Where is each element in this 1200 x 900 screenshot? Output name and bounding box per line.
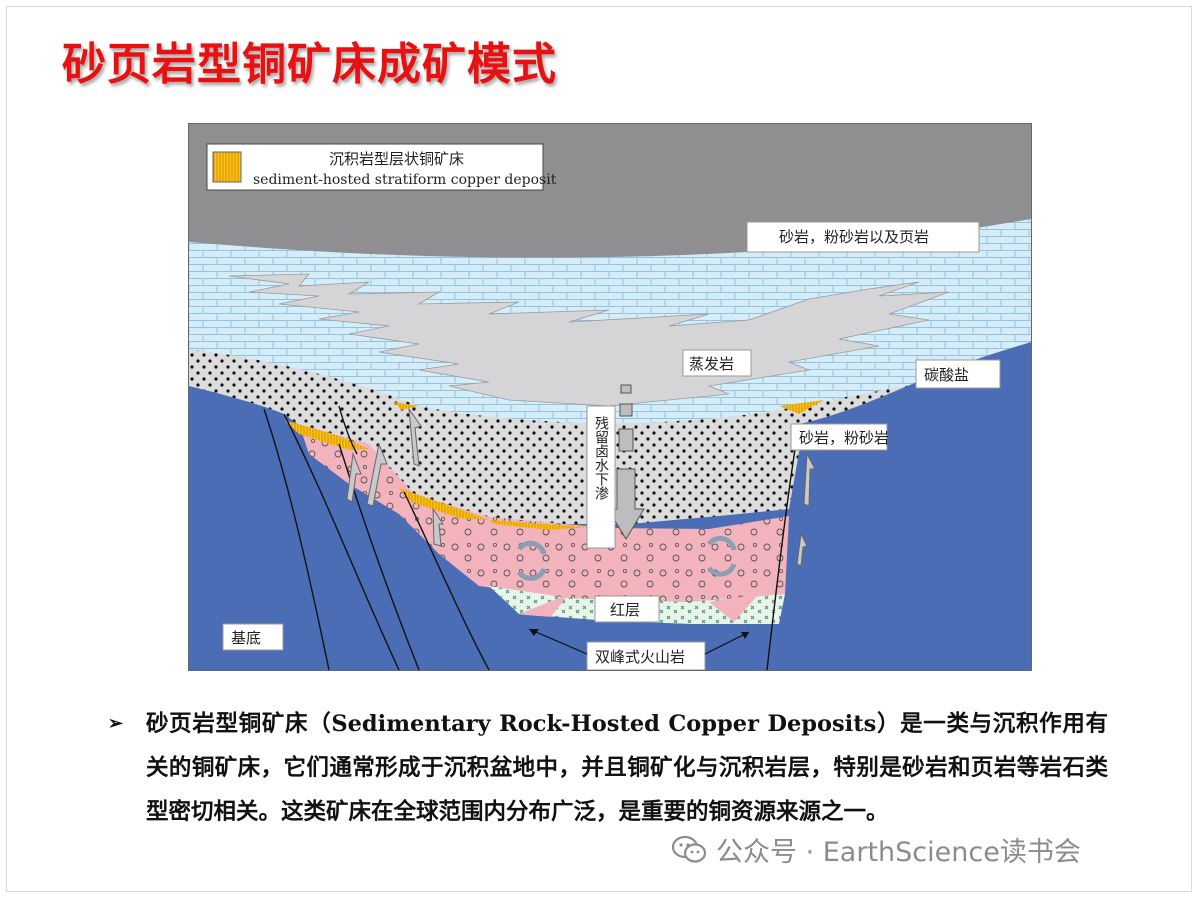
label-carbonate: 碳酸盐 <box>924 366 969 384</box>
legend-box <box>206 143 544 191</box>
label-sandstone-siltstone-shale: 砂岩，粉砂岩以及页岩 <box>779 228 929 246</box>
label-brine-down: 残留卤水下渗 <box>593 416 609 500</box>
description-text: 砂页岩型铜矿床（Sedimentary Rock-Hosted Copper D… <box>146 711 1108 825</box>
slide-frame <box>6 6 1192 892</box>
legend-cn: 沉积岩型层状铜矿床 <box>329 150 464 168</box>
page-title: 砂页岩型铜矿床成矿模式 <box>62 39 557 90</box>
wechat-icon <box>672 835 706 863</box>
legend-en: sediment-hosted stratiform copper deposi… <box>253 172 557 188</box>
ore-lens <box>394 402 419 410</box>
ore-lens <box>779 400 824 414</box>
red-bed-layer <box>299 424 789 602</box>
label-basement: 基底 <box>231 629 261 647</box>
label-bimodal-volcanic: 双峰式火山岩 <box>595 648 685 666</box>
ore-model-diagram: 沉积岩型层状铜矿床 sediment-hosted stratiform cop… <box>188 123 1032 671</box>
convection-icon <box>516 535 737 581</box>
label-sandstone-siltstone: 砂岩，粉砂岩 <box>799 429 889 447</box>
bullet-arrow-icon: ➢ <box>108 713 124 734</box>
ore-lens <box>284 420 369 450</box>
label-red-bed: 红层 <box>610 601 640 619</box>
watermark: 公众号 · EarthScience读书会 <box>672 830 1081 869</box>
watermark-text: 公众号 · EarthScience读书会 <box>716 837 1081 868</box>
evaporite-layer <box>228 273 950 407</box>
ore-lens <box>399 488 489 520</box>
description-bullet: ➢ 砂页岩型铜矿床（Sedimentary Rock-Hosted Copper… <box>108 702 1108 834</box>
upflow-arrows <box>346 407 816 567</box>
label-evaporite: 蒸发岩 <box>689 355 734 373</box>
ore-lens <box>489 520 589 530</box>
